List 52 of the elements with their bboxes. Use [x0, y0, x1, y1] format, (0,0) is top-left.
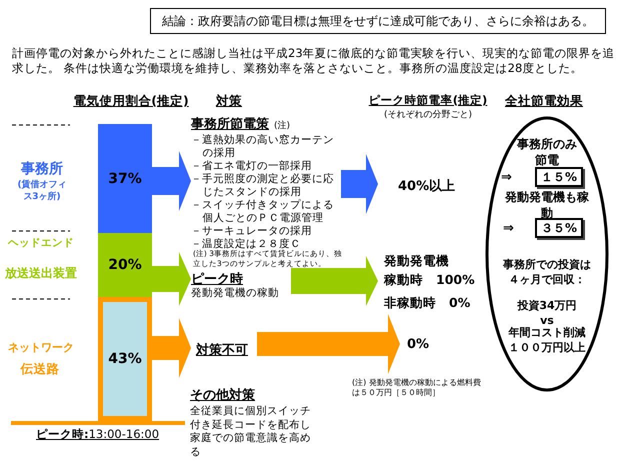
- bullet-item: －省エネ電灯の一部採用: [191, 160, 313, 173]
- category-label: 伝送路: [19, 361, 60, 378]
- bullet-item: －サーキュレータの採用: [191, 225, 313, 238]
- block-arrow: [152, 252, 191, 306]
- subheader: (それぞれの分野ごと): [382, 110, 474, 122]
- measure-text: 対策不可: [194, 342, 248, 360]
- effect-text: 発動発電機も稼動: [505, 189, 589, 221]
- rate-text: 0%: [406, 336, 430, 354]
- bullet-item: －スイッチ付きタップによる個人ごとのＰＣ電源管理: [191, 199, 335, 225]
- column-header: 電気使用割合(推定): [72, 93, 190, 110]
- column-header: ピーク時節電率(推定): [368, 93, 488, 108]
- intro-text: 計画停電の対象から外れたことに感謝し当社は平成23年夏に徹底的な節電実験を行い、現実的な節電の限界を追求した。 条件は快適な労働環境を維持し、業務効率を落とさないこと。事務所の温度設定は28度とした。: [12, 46, 616, 76]
- bar-segment: 20%: [98, 233, 152, 297]
- note-mark: (注): [274, 121, 290, 131]
- percent-box: ３５%: [535, 218, 583, 238]
- rate-text: 発動発電機: [382, 253, 449, 268]
- heading: 事務所節電策: [191, 117, 269, 132]
- category-label: ヘッドエンド: [6, 237, 75, 251]
- body-text: 発動発電機の稼動: [191, 287, 280, 300]
- implication-arrow: ⇒: [501, 169, 512, 186]
- column-header: 対策: [214, 93, 243, 110]
- rate-text: 40%以上: [397, 178, 456, 196]
- column-header: 全社節電効果: [504, 93, 584, 110]
- effect-text: 投資34万円: [516, 298, 578, 313]
- effect-text: vs: [539, 313, 555, 328]
- bar-segment: 43%: [98, 297, 152, 421]
- block-arrow: [291, 256, 378, 306]
- bullet-item: －遮熱効果の高い窓カーテンの採用: [191, 134, 335, 160]
- rate-text: 稼動時 100%: [382, 272, 475, 287]
- effect-text: 年間コスト削減１００万円以上: [507, 325, 586, 355]
- block-arrow: [152, 151, 191, 211]
- heading: その他対策: [190, 388, 256, 405]
- category-label: 事務所: [20, 160, 64, 178]
- block-arrow: [152, 318, 191, 378]
- category-note: (賃借オフィス3ヶ所): [16, 180, 68, 204]
- rate-text: 非稼動時 0%: [383, 295, 470, 310]
- effect-text: 事務所のみ節電: [516, 136, 578, 168]
- body-text: 全従業員に個別スイッチ付き延長コードを配布し家庭での節電意識を高める: [190, 405, 312, 460]
- heading: ピーク時: [191, 273, 243, 287]
- conclusion-box: 結論：政府要請の節電目標は無理をせずに達成可能であり、さらに余裕はある。: [150, 8, 606, 34]
- bullet-item: －温度設定は２８度Ｃ: [191, 238, 302, 250]
- percent-box: １５%: [535, 167, 583, 187]
- category-label: ネットワーク: [7, 341, 75, 356]
- bullet-item: －手元照度の測定と必要に応じたスタンドの採用: [191, 173, 335, 199]
- effect-text: 事務所での投資は４ヶ月で回収：: [502, 257, 592, 287]
- time-label: ピーク時:13:00-16:00: [36, 427, 160, 442]
- bar-segment: 37%: [98, 124, 152, 233]
- block-arrow: [257, 314, 400, 374]
- implication-arrow: ⇒: [503, 220, 514, 237]
- block-arrow: [341, 154, 378, 214]
- footnote: (注) 発動発電機の稼動による燃料費は５０万円［５０時間］: [352, 378, 482, 399]
- category-label: 放送送出装置: [4, 266, 78, 282]
